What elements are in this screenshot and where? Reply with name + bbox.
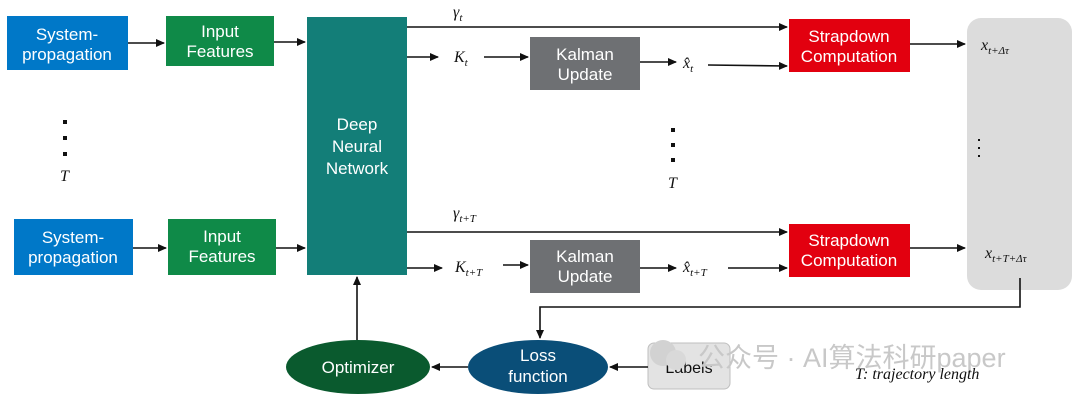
svg-text:γt: γt bbox=[453, 4, 463, 24]
svg-text:System-propagation: System-propagation bbox=[22, 25, 112, 64]
system-propagation-bottom-box: System-propagation bbox=[14, 219, 133, 275]
label-T-middle: T bbox=[668, 175, 678, 192]
svg-text:Kt+T: Kt+T bbox=[454, 259, 483, 279]
watermark: 公众号 · AI算法科研paper bbox=[650, 340, 1006, 373]
ellipsis-middle bbox=[671, 128, 675, 162]
footnote-trajectory-length: T: trajectory length bbox=[855, 366, 979, 383]
ellipsis-left bbox=[63, 120, 67, 156]
label-xhat-t-plus-T: x̂t+T bbox=[682, 259, 708, 279]
svg-text:System-propagation: System-propagation bbox=[28, 228, 118, 267]
label-xhat-t: x̂t bbox=[682, 55, 694, 75]
arrow-output-to-loss bbox=[536, 278, 1021, 339]
svg-text:公众号 · AI算法科研paper: 公众号 · AI算法科研paper bbox=[698, 343, 1006, 373]
svg-text:x̂t: x̂t bbox=[682, 55, 694, 75]
arrow-xhat-to-strapdown-top bbox=[707, 61, 788, 70]
system-propagation-top-box: System-propagation bbox=[7, 16, 128, 70]
svg-text:xt+Δτ: xt+Δτ bbox=[980, 37, 1010, 57]
label-gamma-t-plus-T: γt+T bbox=[453, 205, 477, 225]
label-x-t-plus-T-plus-dtau: xt+T+Δτ bbox=[984, 245, 1028, 265]
label-x-t-plus-dtau: xt+Δτ bbox=[980, 37, 1010, 57]
svg-text:Kt: Kt bbox=[453, 49, 469, 69]
label-K-t-plus-T: Kt+T bbox=[454, 259, 483, 279]
svg-text:Optimizer: Optimizer bbox=[322, 358, 395, 377]
ellipsis-panel bbox=[978, 139, 980, 157]
output-panel bbox=[967, 18, 1072, 290]
svg-text:xt+T+Δτ: xt+T+Δτ bbox=[984, 245, 1028, 265]
label-gamma-t: γt bbox=[453, 4, 463, 24]
label-K-t: Kt bbox=[453, 49, 469, 69]
svg-text:γt+T: γt+T bbox=[453, 205, 477, 225]
label-T-left: T bbox=[60, 168, 70, 185]
svg-text:x̂t+T: x̂t+T bbox=[682, 259, 708, 279]
optimizer-ellipse: Optimizer bbox=[286, 340, 430, 394]
